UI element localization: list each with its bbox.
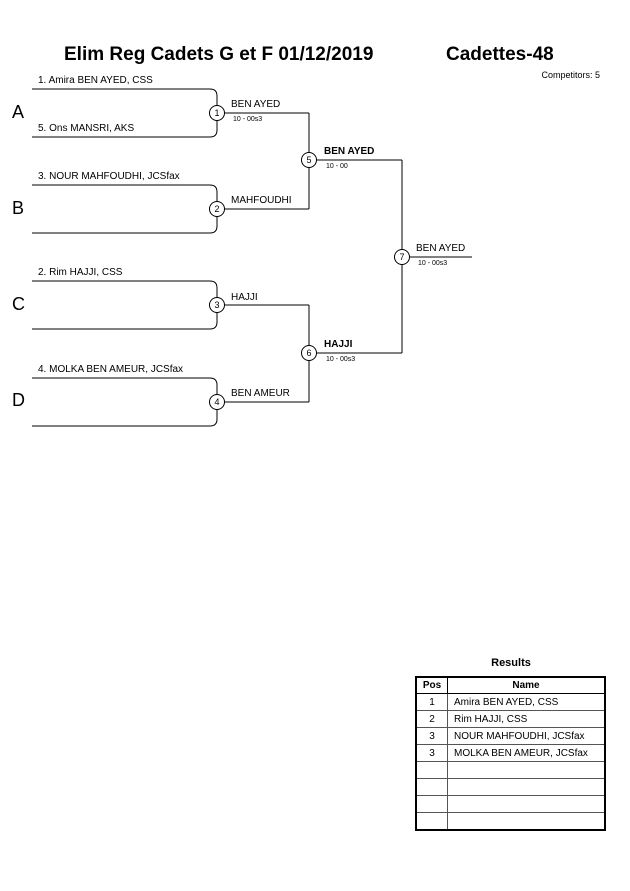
- match-node-6: [301, 345, 317, 361]
- match-number-5: 5: [306, 155, 311, 165]
- match-node-2: [209, 201, 225, 217]
- match-number-6: 6: [306, 348, 311, 358]
- results-col-pos: Pos: [415, 676, 448, 694]
- result-pos: 1: [415, 693, 448, 711]
- match-5-score: 10 - 00: [326, 163, 348, 170]
- pool-a-entry-1: 1. Amira BEN AYED, CSS: [38, 75, 153, 86]
- result-name: [447, 812, 606, 831]
- match-5-winner: BEN AYED: [324, 146, 375, 157]
- result-pos: 3: [415, 744, 448, 762]
- match-7-winner: BEN AYED: [416, 243, 466, 254]
- result-pos: [415, 761, 448, 779]
- pool-letter-d: D: [12, 390, 25, 410]
- match-3-winner: HAJJI: [231, 292, 258, 303]
- results-col-name: Name: [447, 676, 606, 694]
- results-title: Results: [491, 657, 531, 669]
- result-pos: 3: [415, 727, 448, 745]
- page-title: Elim Reg Cadets G et F 01/12/2019 Cadett…: [0, 44, 630, 70]
- pool-c-entry-1: 2. Rim HAJJI, CSS: [38, 267, 123, 278]
- match-6-winner: HAJJI: [324, 339, 353, 350]
- table-row: [415, 778, 606, 796]
- category-title: Cadettes-48: [446, 44, 554, 65]
- result-name: [447, 795, 606, 813]
- pool-d-entry-1: 4. MOLKA BEN AMEUR, JCSfax: [38, 364, 184, 375]
- pool-b-entry-1: 3. NOUR MAHFOUDHI, JCSfax: [38, 171, 180, 182]
- pool-a-entry-2: 5. Ons MANSRI, AKS: [38, 123, 135, 134]
- table-row: [415, 761, 606, 779]
- result-name: [447, 778, 606, 796]
- match-6-score: 10 - 00s3: [326, 356, 356, 363]
- match-node-3: [209, 297, 225, 313]
- table-row: [415, 812, 606, 831]
- table-row: [415, 795, 606, 813]
- result-name: Amira BEN AYED, CSS: [447, 693, 606, 711]
- event-title: Elim Reg Cadets G et F 01/12/2019: [64, 44, 374, 65]
- match-node-5: [301, 152, 317, 168]
- pool-letter-c: C: [12, 294, 25, 314]
- result-pos: [415, 812, 448, 831]
- result-name: MOLKA BEN AMEUR, JCSfax: [447, 744, 606, 762]
- match-4-winner: BEN AMEUR: [231, 388, 290, 399]
- pool-letter-a: A: [12, 102, 25, 122]
- match-1-score: 10 - 00s3: [233, 116, 263, 123]
- match-1-winner: BEN AYED: [231, 99, 281, 110]
- match-2-winner: MAHFOUDHI: [231, 195, 292, 206]
- match-node-7: [394, 249, 410, 265]
- pool-letter-b: B: [12, 198, 25, 218]
- result-pos: [415, 795, 448, 813]
- match-number-4: 4: [214, 397, 219, 407]
- match-node-1: [209, 105, 225, 121]
- match-number-2: 2: [214, 204, 219, 214]
- result-pos: [415, 778, 448, 796]
- result-name: NOUR MAHFOUDHI, JCSfax: [447, 727, 606, 745]
- match-number-7: 7: [399, 252, 404, 262]
- match-number-3: 3: [214, 300, 219, 310]
- result-name: [447, 761, 606, 779]
- competitors-count: Competitors: 5: [541, 70, 600, 80]
- match-node-4: [209, 394, 225, 410]
- match-7-score: 10 - 00s3: [418, 260, 448, 267]
- results-header-row: Pos Name: [415, 676, 606, 694]
- result-pos: 2: [415, 710, 448, 728]
- match-number-1: 1: [214, 108, 219, 118]
- result-name: Rim HAJJI, CSS: [447, 710, 606, 728]
